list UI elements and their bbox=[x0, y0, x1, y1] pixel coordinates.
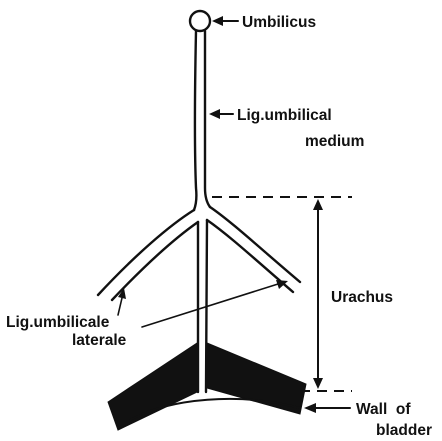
bladder-wall-right bbox=[207, 343, 306, 414]
label-umbilicus: Umbilicus bbox=[242, 14, 316, 31]
label-lig-umbilicale-laterale-line2: laterale bbox=[72, 332, 127, 349]
left-lateral-ligament-upper-edge bbox=[98, 210, 194, 295]
label-urachus: Urachus bbox=[331, 289, 393, 306]
lig-laterale-pointer-right bbox=[142, 284, 278, 327]
label-wall-of-bladder-line1: Wall of bbox=[356, 401, 411, 418]
label-lig-umbilicale-laterale-line1: Lig.umbilicale bbox=[6, 314, 110, 331]
bladder-wall-left bbox=[108, 343, 197, 430]
label-lig-umbilical-medium-line1: Lig.umbilical bbox=[237, 107, 332, 124]
label-lig-umbilical-medium-line2: medium bbox=[305, 133, 364, 150]
umbilicus-pointer-head bbox=[212, 16, 223, 26]
right-lateral-ligament-upper-edge bbox=[210, 207, 300, 282]
lig-medium-pointer-head bbox=[209, 109, 220, 119]
median-ligament-right-edge bbox=[205, 31, 210, 207]
lig-laterale-pointer-left bbox=[118, 298, 122, 315]
urachus-arrow-down-head bbox=[313, 378, 323, 389]
label-wall-of-bladder-line2: bladder bbox=[376, 422, 432, 439]
median-ligament-left-edge bbox=[194, 31, 196, 210]
umbilicus-circle bbox=[190, 11, 210, 31]
urachus-arrow-up-head bbox=[313, 199, 323, 210]
bladder-pointer-head bbox=[304, 403, 316, 413]
left-lateral-ligament-lower-edge bbox=[112, 222, 198, 300]
